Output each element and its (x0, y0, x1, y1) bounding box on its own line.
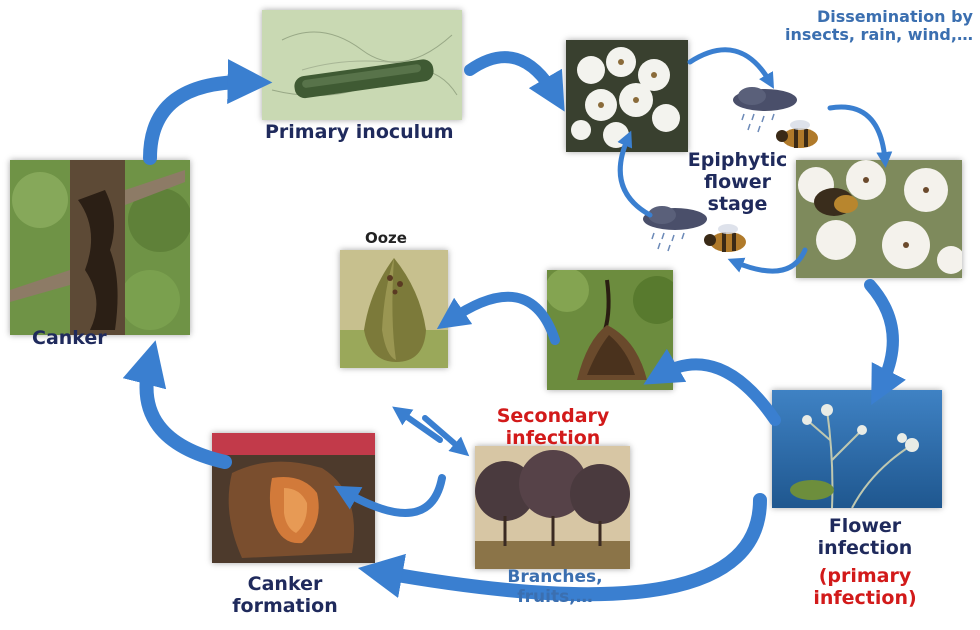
arrow-epiphytic-to-blossoms (620, 138, 650, 215)
arrow-inoculum-to-blossoms (470, 57, 555, 95)
label-ooze: Ooze (365, 230, 407, 247)
arrow-formation-to-canker (147, 362, 225, 462)
arrow-flower-to-epiphytic (735, 250, 805, 271)
arrow-branches-to-wound (345, 478, 442, 513)
arrow-bee-to-flower (830, 107, 885, 160)
label-canker: Canker (32, 328, 107, 350)
arrow-flower-infection-to-shoot (660, 364, 775, 420)
label-canker-formation: Canker formation (225, 574, 345, 618)
arrow-canker-to-inoculum (150, 82, 250, 158)
arrow-to-flower-infection (870, 285, 893, 388)
label-flower-infection: Flower infection (800, 516, 930, 560)
label-epiphytic-flower-stage: Epiphytic flower stage (680, 150, 795, 216)
label-dissemination: Dissemination by insects, rain, wind,… (785, 8, 973, 45)
label-branches-fruits: Branches, fruits,… (500, 568, 610, 607)
arrow-shoot-to-ooze (450, 297, 555, 340)
label-secondary-infection: Secondary infection (488, 406, 618, 450)
arrow-dissemination (690, 50, 770, 82)
label-primary-inoculum: Primary inoculum (265, 122, 454, 144)
label-primary-infection: (primary infection) (800, 566, 930, 610)
